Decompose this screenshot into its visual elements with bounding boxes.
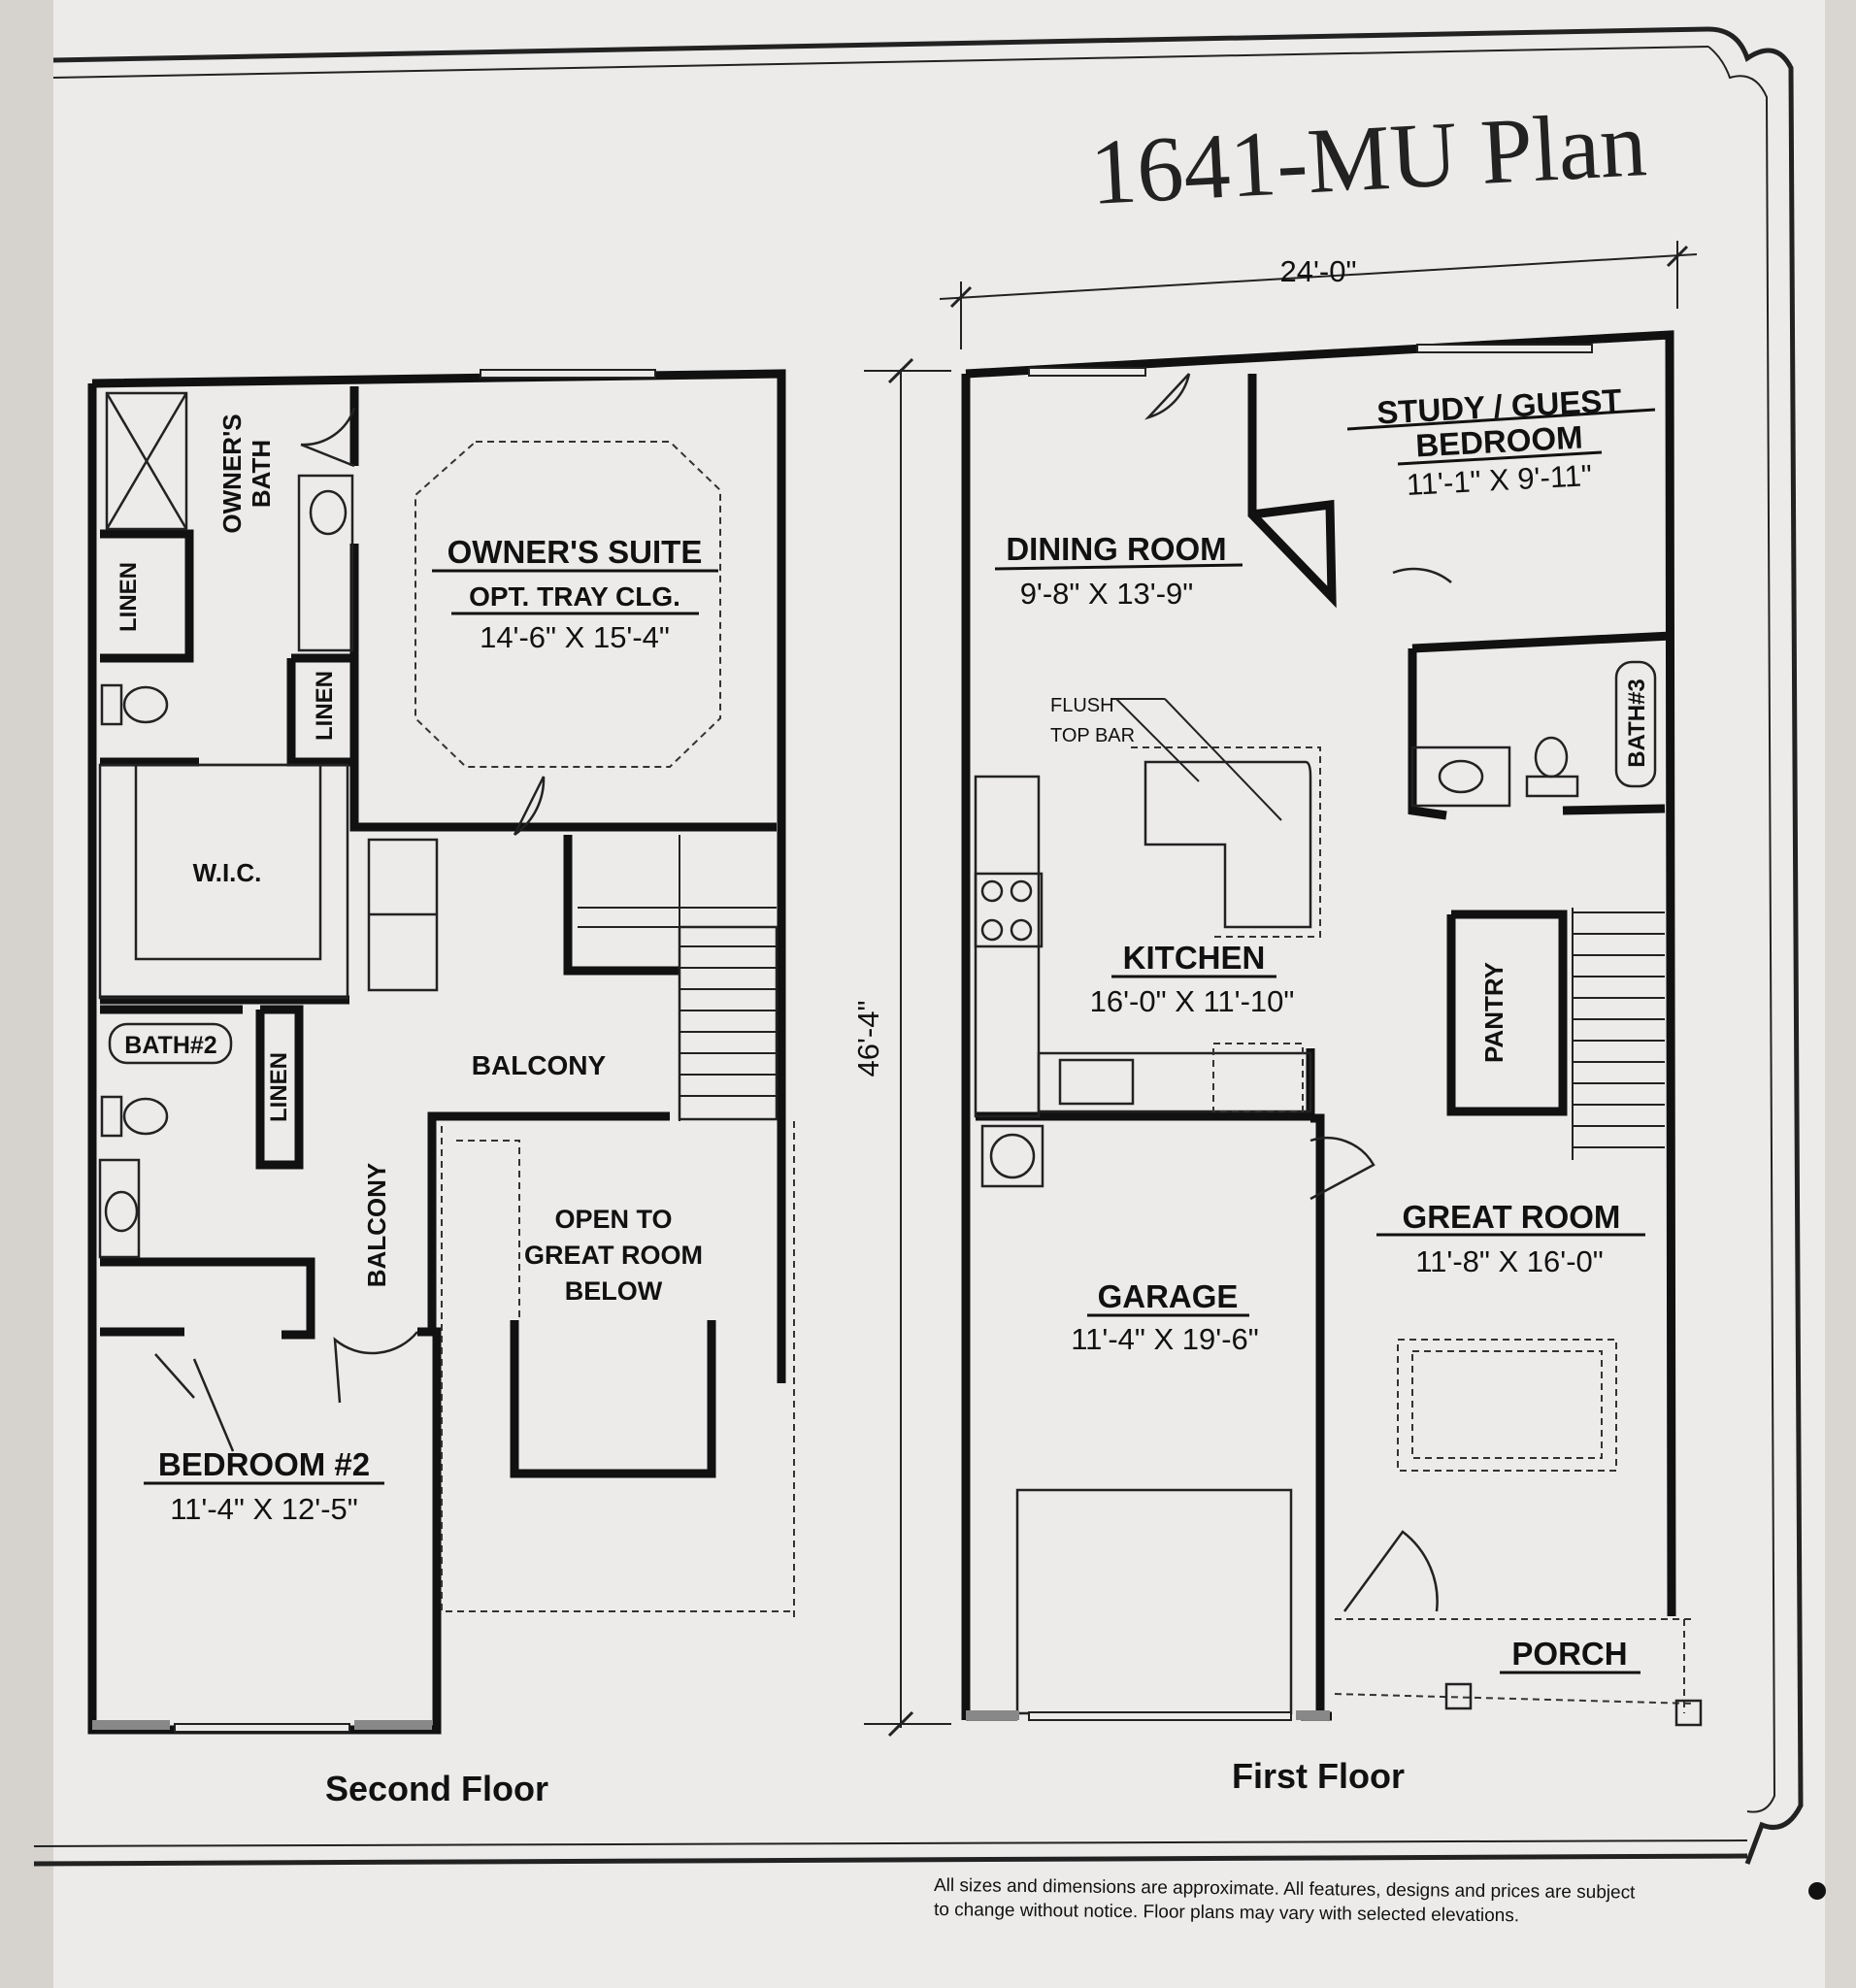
- bedroom2-name: BEDROOM #2: [158, 1446, 370, 1482]
- pantry-label: PANTRY: [1479, 962, 1508, 1063]
- first-floor-plan: [961, 330, 1703, 1727]
- width-dimension: [939, 241, 1698, 349]
- owners-bath-label-line2: BATH: [247, 440, 276, 508]
- depth-dimension: [864, 357, 951, 1738]
- first-floor-label: First Floor: [1232, 1756, 1405, 1796]
- dining-name: DINING ROOM: [1006, 531, 1226, 567]
- kitchen-size: 16'-0" X 11'-10": [1090, 984, 1295, 1018]
- first-floor-stairs: [1572, 908, 1665, 1160]
- second-floor-plan: [87, 369, 795, 1735]
- linen-label-2: LINEN: [312, 671, 338, 741]
- flush-top-bar-line1: FLUSH: [1050, 695, 1114, 716]
- owners-bath-label-line1: OWNER'S: [217, 414, 247, 533]
- porch-label: PORCH: [1511, 1636, 1627, 1672]
- open-to-line2: GREAT ROOM: [524, 1241, 703, 1270]
- tray-ceiling-outline: [414, 441, 721, 768]
- width-dimension-label: 24'-0": [1280, 254, 1357, 288]
- owners-suite-note: OPT. TRAY CLG.: [469, 581, 680, 612]
- bedroom2-size: 11'-4" X 12'-5": [170, 1492, 358, 1526]
- great-room-name: GREAT ROOM: [1403, 1199, 1621, 1235]
- linen-label-3: LINEN: [266, 1052, 292, 1122]
- garage-size: 11'-4" X 19'-6": [1071, 1322, 1259, 1356]
- owners-suite-name: OWNER'S SUITE: [447, 534, 703, 570]
- depth-dimension-label: 46'-4": [851, 1001, 885, 1077]
- balcony-label-1: BALCONY: [472, 1050, 607, 1080]
- great-room-size: 11'-8" X 16'-0": [1415, 1244, 1604, 1278]
- garage-name: GARAGE: [1098, 1278, 1239, 1314]
- kitchen-name: KITCHEN: [1123, 940, 1266, 976]
- bath3-label: BATH#3: [1624, 679, 1650, 768]
- bath2-label: BATH#2: [124, 1032, 216, 1059]
- dining-size: 9'-8" X 13'-9": [1020, 577, 1194, 611]
- second-floor-stairs: [578, 835, 777, 1121]
- balcony-label-2: BALCONY: [362, 1163, 391, 1288]
- decorative-border: [33, 26, 1826, 1900]
- owners-suite-size: 14'-6" X 15'-4": [480, 620, 670, 654]
- open-to-line3: BELOW: [565, 1276, 663, 1306]
- open-to-line1: OPEN TO: [554, 1205, 672, 1234]
- linen-label-1: LINEN: [116, 562, 142, 632]
- wic-label: W.I.C.: [193, 858, 262, 887]
- paper-background: [19, 0, 1825, 1988]
- second-floor-label: Second Floor: [325, 1769, 548, 1808]
- flush-top-bar-line2: TOP BAR: [1050, 725, 1135, 746]
